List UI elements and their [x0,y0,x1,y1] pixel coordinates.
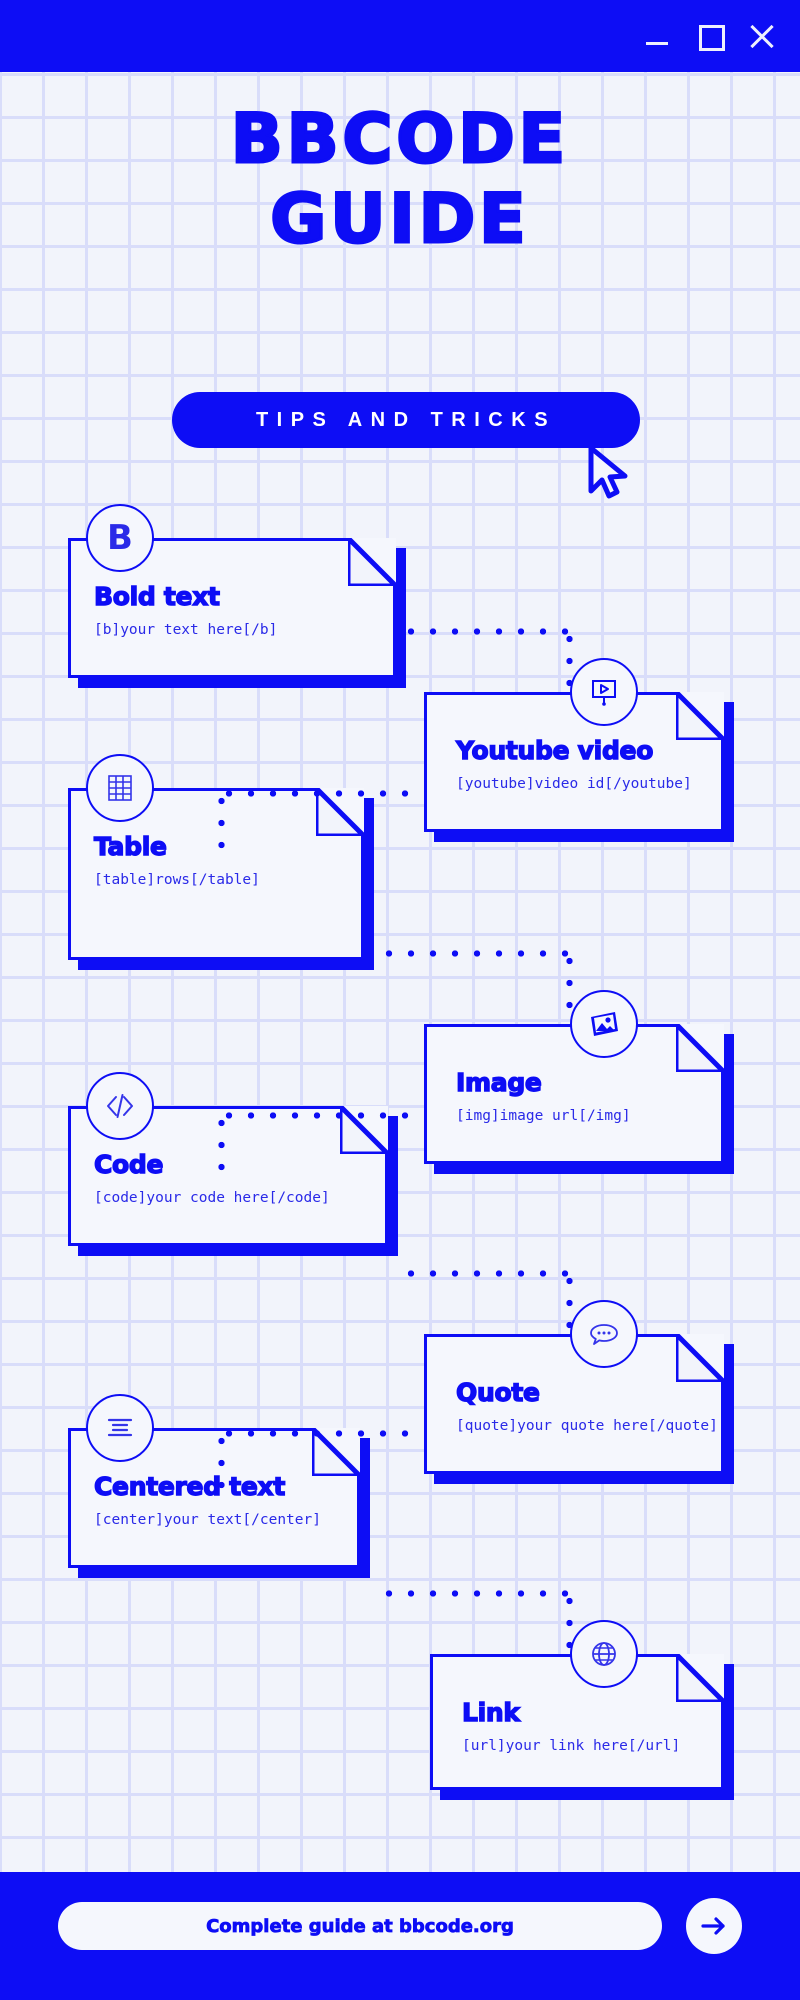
card-centered-text[interactable]: Centered text [center]your text[/center] [68,1394,370,1578]
title-line-2: GUIDE [269,179,530,261]
card-title: Table [93,831,167,861]
infographic-canvas: BBCODE GUIDE TIPS AND TRICKS B [0,72,800,1872]
card-body [430,1654,724,1790]
connector-dots [566,950,573,1012]
mouse-cursor-icon [588,445,636,507]
footer-bar: Complete guide at bbcode.org [0,1872,800,2000]
picture-icon [570,990,638,1058]
card-code: [youtube]video id[/youtube] [456,776,692,792]
card-bold[interactable]: B Bold text [b]your text here[/b] [68,504,406,688]
card-body [424,1024,724,1164]
card-code: [center]your text[/center] [94,1512,321,1528]
card-image[interactable]: Image [img]image url[/img] [424,990,734,1174]
card-body [424,692,724,832]
complete-guide-button[interactable]: Complete guide at bbcode.org [58,1902,662,1950]
globe-icon [570,1620,638,1688]
connector-dots [566,628,573,690]
title-line-1: BBCODE [229,99,570,181]
card-code: [url]your link here[/url] [462,1738,681,1754]
card-code: [table]rows[/table] [94,872,260,888]
connector-dots [218,1430,225,1490]
card-fold-corner-icon [348,538,396,586]
tips-and-tricks-pill[interactable]: TIPS AND TRICKS [172,392,640,448]
card-title: Link [461,1697,520,1727]
connector-dots [566,1270,573,1332]
connector-dots [218,790,225,850]
card-title: Image [455,1067,542,1097]
card-fold-corner-icon [676,1024,724,1072]
card-link[interactable]: Link [url]your link here[/url] [430,1620,734,1800]
card-title: Youtube video [455,735,654,765]
card-fold-corner-icon [676,1654,724,1702]
connector-dots [566,1590,573,1652]
connector-dots [400,628,570,635]
maximize-button[interactable] [696,23,725,51]
connector-dots [218,1112,225,1172]
page-title: BBCODE GUIDE [0,99,800,261]
connector-dots [378,1590,570,1597]
card-code: [img]image url[/img] [456,1108,631,1124]
arrow-right-icon[interactable] [686,1898,742,1954]
card-code-tag[interactable]: Code [code]your code here[/code] [68,1072,398,1256]
connector-dots [218,790,418,797]
angle-brackets-icon [86,1072,154,1140]
minimize-button[interactable] [644,23,670,49]
card-code: [quote]your quote here[/quote] [456,1418,718,1434]
card-youtube[interactable]: Youtube video [youtube]video id[/youtube… [424,658,734,842]
badge-glyph: B [107,518,133,558]
close-button[interactable] [748,23,774,49]
speech-bubble-icon [570,1300,638,1368]
connector-dots [400,1270,570,1277]
card-fold-corner-icon [676,1334,724,1382]
card-title: Bold text [93,581,220,611]
card-table[interactable]: Table [table]rows[/table] [68,754,374,970]
window-titlebar [0,0,800,72]
bold-b-icon: B [86,504,154,572]
card-fold-corner-icon [676,692,724,740]
connector-dots [218,1430,418,1437]
video-play-icon [570,658,638,726]
connector-dots [218,1112,418,1119]
card-code: [b]your text here[/b] [94,622,278,638]
align-center-icon [86,1394,154,1462]
card-title: Quote [455,1377,540,1407]
table-grid-icon [86,754,154,822]
connector-dots [378,950,570,957]
card-title: Code [93,1149,164,1179]
card-title: Centered text [93,1471,286,1501]
card-quote[interactable]: Quote [quote]your quote here[/quote] [424,1300,734,1484]
card-code: [code]your code here[/code] [94,1190,330,1206]
